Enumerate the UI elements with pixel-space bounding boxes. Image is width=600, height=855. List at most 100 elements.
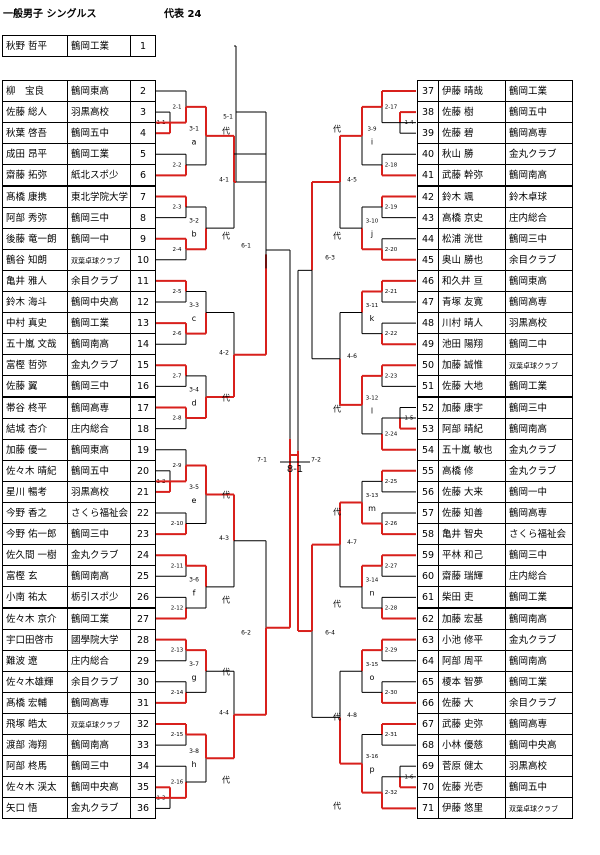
group-label: p xyxy=(369,765,374,774)
match-number: 3-10 xyxy=(366,219,379,225)
representative-mark: 代 xyxy=(222,595,230,605)
match-number: 6-1 xyxy=(241,243,251,250)
group-label: f xyxy=(193,588,196,597)
event-title: 一般男子 シングルス xyxy=(3,9,97,20)
group-label: c xyxy=(192,314,196,323)
match-number: 3-9 xyxy=(368,126,377,132)
player-club: 双葉卓球クラブ xyxy=(505,797,573,820)
match-number: 3-13 xyxy=(366,493,379,499)
seed-number: 1 xyxy=(130,35,156,57)
representative-mark: 代 xyxy=(333,801,341,811)
match-number: 3-1 xyxy=(189,125,199,132)
match-number: 3-5 xyxy=(189,484,199,491)
match-number: 7-2 xyxy=(311,457,321,464)
match-number: 2-19 xyxy=(385,205,398,211)
match-number: 2-30 xyxy=(385,690,398,696)
group-label: o xyxy=(370,673,375,682)
group-label: j xyxy=(370,230,373,239)
group-label: k xyxy=(370,314,375,323)
match-number: 2-18 xyxy=(385,162,398,168)
representative-mark: 代 xyxy=(333,404,341,414)
match-number: 4-3 xyxy=(219,535,229,542)
match-number: 2-25 xyxy=(385,479,398,485)
match-number: 2-4 xyxy=(173,247,182,253)
representative-mark: 代 xyxy=(222,490,230,500)
representative-mark: 代 xyxy=(222,667,230,677)
quota-label: 代表 24 xyxy=(164,9,202,20)
match-number: 5-1 xyxy=(223,114,233,121)
match-number: 4-1 xyxy=(219,176,229,183)
representative-mark: 代 xyxy=(333,599,341,609)
representative-mark: 代 xyxy=(222,775,230,785)
match-number: 2-6 xyxy=(173,331,182,337)
representative-mark: 代 xyxy=(222,231,230,241)
match-number: 2-7 xyxy=(173,373,182,379)
match-number: 2-15 xyxy=(171,732,184,738)
representative-mark: 代 xyxy=(333,712,341,722)
match-number: 2-32 xyxy=(385,790,397,796)
match-number: 2-1 xyxy=(173,104,182,110)
match-number: 2-26 xyxy=(385,521,398,527)
match-number: 2-3 xyxy=(173,205,182,211)
match-number: 2-31 xyxy=(385,732,397,738)
match-number: 4-6 xyxy=(347,353,357,360)
match-number: 3-11 xyxy=(366,303,378,309)
match-number: 4-2 xyxy=(219,349,229,356)
match-number: 3-6 xyxy=(189,576,199,583)
match-number: 3-2 xyxy=(189,218,199,225)
match-number: 6-2 xyxy=(241,630,251,637)
match-number: 2-9 xyxy=(173,463,182,469)
group-label: h xyxy=(191,760,196,769)
match-number: 2-16 xyxy=(171,780,184,786)
match-number: 4-7 xyxy=(347,539,357,546)
group-label: i xyxy=(371,137,373,146)
match-number: 4-5 xyxy=(347,176,357,183)
match-number: 2-5 xyxy=(173,289,182,295)
match-number: 2-29 xyxy=(385,648,398,654)
representative-mark: 代 xyxy=(222,126,230,136)
match-number: 2-27 xyxy=(385,563,398,569)
match-number: 2-22 xyxy=(385,331,397,337)
representative-mark: 代 xyxy=(333,231,341,241)
match-number: 7-1 xyxy=(257,457,267,464)
match-number: 3-16 xyxy=(366,754,379,760)
match-number: 2-20 xyxy=(385,247,398,253)
group-label: b xyxy=(191,230,196,239)
match-number: 2-23 xyxy=(385,373,398,379)
group-label: m xyxy=(368,504,376,513)
match-number: 3-15 xyxy=(366,662,379,668)
match-number: 2-2 xyxy=(173,162,182,168)
final-label: 8-1 xyxy=(287,464,303,475)
match-number: 2-21 xyxy=(385,289,397,295)
match-number: 4-4 xyxy=(219,709,229,716)
match-number: 2-17 xyxy=(385,104,398,110)
match-number: 2-10 xyxy=(171,521,184,527)
group-label: g xyxy=(191,673,196,682)
seed-number: 36 xyxy=(130,797,156,820)
representative-mark: 代 xyxy=(333,507,341,517)
match-number: 2-24 xyxy=(385,431,398,437)
match-number: 2-11 xyxy=(171,563,183,569)
match-number: 2-28 xyxy=(385,605,398,611)
match-number: 2-14 xyxy=(171,690,184,696)
match-number: 3-8 xyxy=(189,748,199,755)
group-label: n xyxy=(369,588,374,597)
group-label: l xyxy=(371,406,373,415)
match-number: 3-7 xyxy=(189,661,199,668)
match-number: 4-8 xyxy=(347,712,357,719)
match-number: 2-13 xyxy=(171,648,184,654)
match-number: 6-4 xyxy=(325,630,335,637)
representative-mark: 代 xyxy=(333,124,341,134)
match-number: 3-12 xyxy=(366,395,378,401)
match-number: 3-14 xyxy=(366,577,379,583)
match-number: 2-12 xyxy=(171,605,183,611)
match-number: 3-4 xyxy=(189,386,199,393)
representative-mark: 代 xyxy=(222,393,230,403)
group-label: d xyxy=(191,398,196,407)
match-number: 3-3 xyxy=(189,302,199,309)
match-number: 6-3 xyxy=(325,255,335,262)
match-number: 2-8 xyxy=(173,416,182,422)
group-label: a xyxy=(192,137,197,146)
group-label: e xyxy=(192,496,197,505)
